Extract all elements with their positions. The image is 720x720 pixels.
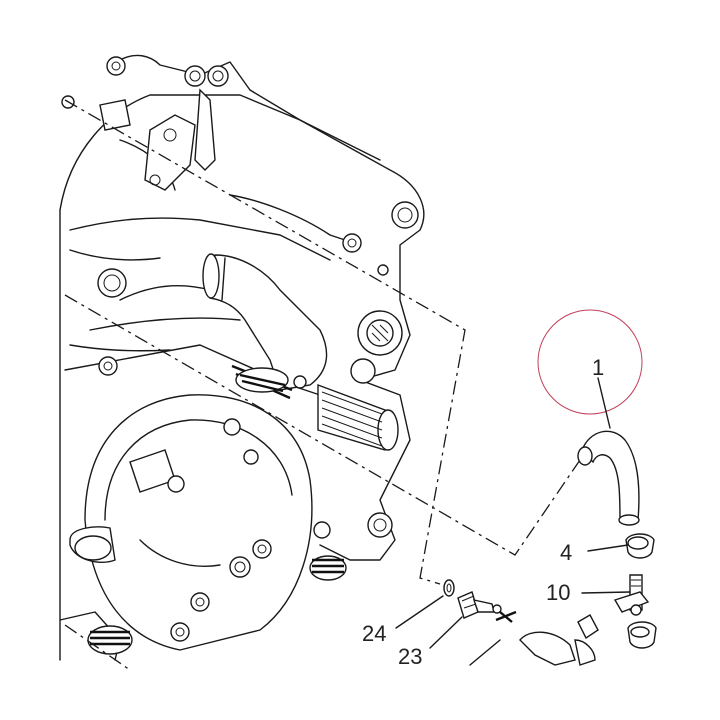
water-pump-housing bbox=[59, 394, 313, 661]
drive-gear bbox=[309, 555, 347, 581]
highlight-circle bbox=[537, 309, 643, 415]
callout-label-23: 23 bbox=[398, 644, 422, 669]
splined-shaft bbox=[317, 310, 403, 451]
part-10-connector bbox=[613, 574, 657, 649]
callout-label-10: 10 bbox=[546, 580, 570, 605]
part-4-hose-clip bbox=[625, 533, 655, 559]
callout-label-1: 1 bbox=[592, 355, 604, 380]
part-1-hose bbox=[577, 430, 640, 526]
part-24-washer bbox=[443, 579, 455, 597]
assembly-guide-lines bbox=[64, 99, 581, 671]
coolant-elbow-hose bbox=[202, 253, 328, 400]
leader-lines bbox=[395, 377, 631, 666]
callout-label-4: 4 bbox=[560, 540, 572, 565]
lower-hose-assembly bbox=[495, 610, 599, 666]
callout-label-24: 24 bbox=[362, 621, 386, 646]
engine-block bbox=[59, 54, 425, 661]
part-23-fitting bbox=[457, 591, 502, 619]
